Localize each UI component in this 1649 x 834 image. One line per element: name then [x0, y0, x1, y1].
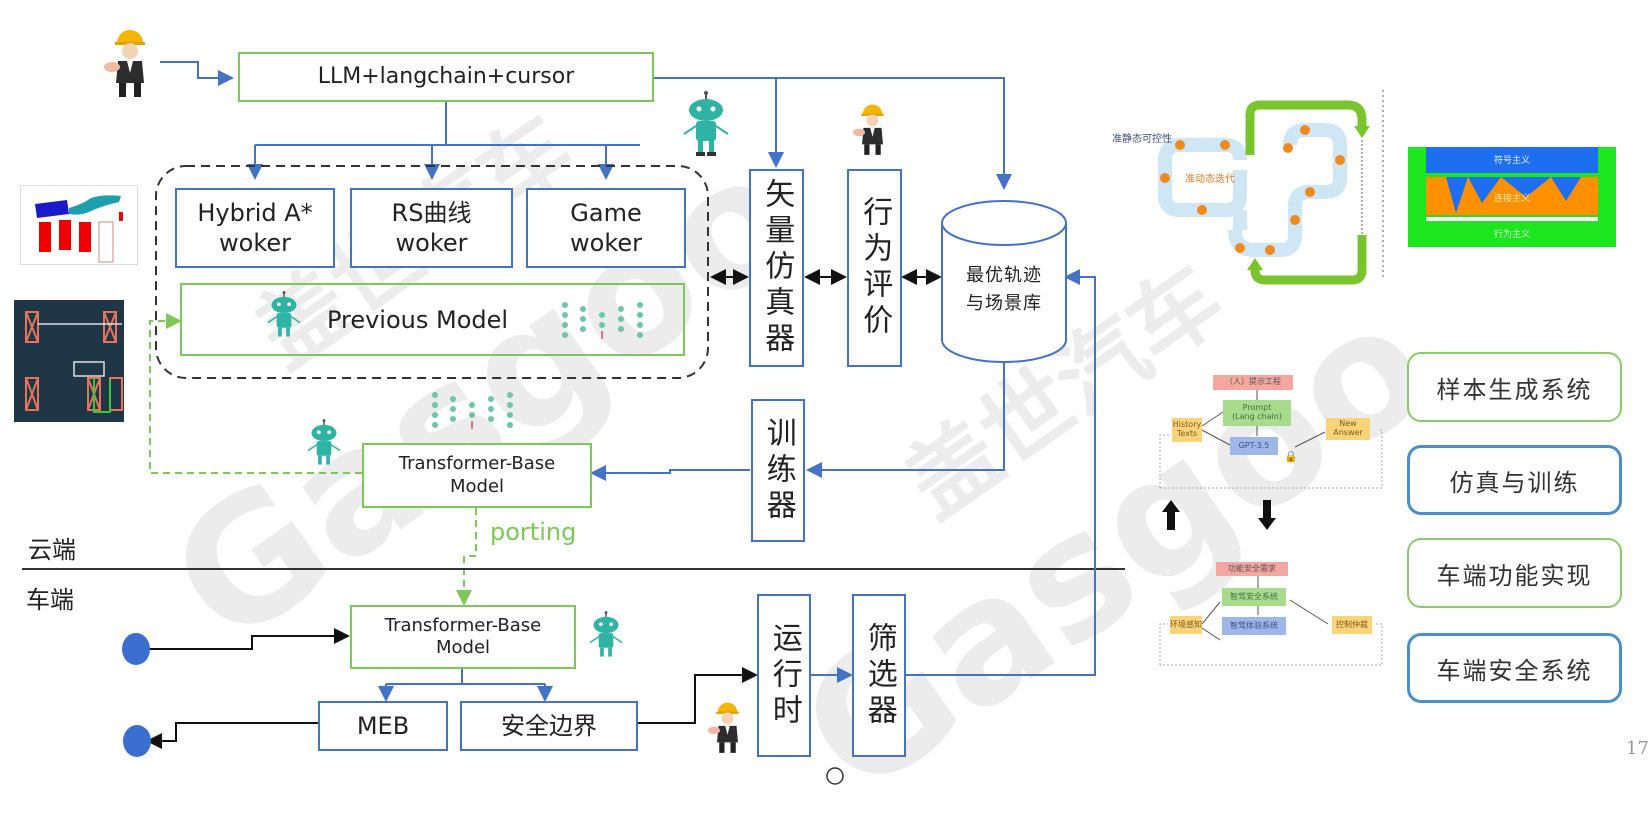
sample-generation-label: 样本生成系统 [1407, 352, 1622, 422]
prompt-node: Prompt (Lang chain) [1223, 400, 1291, 426]
porting-label: porting [490, 518, 577, 546]
functional-safety-requirement-node: 功能安全需求 [1216, 562, 1288, 576]
driving-experience-node: 智驾体验系统 [1222, 617, 1286, 635]
page-number: 17 [1626, 738, 1649, 759]
prompt-engineering-node: （人）提示工程 [1213, 375, 1293, 390]
behavior-evaluation-box: 行为评价 [847, 169, 902, 367]
llm-box-label: LLM+langchain+cursor [317, 64, 575, 90]
up-arrow-icon [1162, 500, 1180, 530]
vehicle-function-text: 车端功能实现 [1436, 561, 1593, 590]
worker-label-line1: RS曲线 [391, 199, 472, 227]
sample-generation-text: 样本生成系统 [1436, 375, 1593, 404]
previous-model-label: Previous Model [326, 305, 509, 334]
filter-box: 筛选器 [852, 594, 906, 757]
simulation-training-text: 仿真与训练 [1449, 468, 1580, 497]
worker-label-line1: Hybrid A* [197, 199, 313, 227]
symbolism-layer [1426, 147, 1598, 173]
previous-model-box: Previous Model [180, 283, 685, 356]
neural-network-icon [555, 295, 650, 345]
input-endpoint [122, 633, 150, 665]
worker-label-line2: woker [570, 229, 642, 257]
vector-simulator-label: 矢量仿真器 [759, 178, 795, 358]
behaviorism-label: 行为主义 [1493, 230, 1530, 240]
control-arbitration-node: 控制仲裁 [1332, 616, 1372, 634]
transformer-label-line1: Transformer-Base [384, 614, 542, 636]
transformer-label-line2: Model [435, 637, 491, 658]
worker-label-line1: Game [570, 199, 642, 227]
cloud-label: 云端 [28, 536, 76, 564]
neural-network-icon-2 [425, 385, 520, 435]
path-planning-plot-thumbnail [20, 185, 138, 265]
transformer-label-line2: Model [449, 475, 505, 497]
link-porting [456, 508, 477, 606]
trainer-box: 训练器 [751, 399, 805, 542]
meb-label: MEB [356, 712, 410, 740]
loop-label-dynamic: 准动态迭代 [1185, 174, 1235, 185]
llm-langchain-cursor-box: LLM+langchain+cursor [238, 52, 654, 102]
prompt-node-sub: (Lang chain) [1232, 412, 1282, 421]
meb-box: MEB [318, 701, 448, 751]
down-arrow-icon [1258, 500, 1276, 530]
database-label-line1: 最优轨迹 [966, 265, 1042, 286]
link-trainer-to-transformer [590, 465, 750, 481]
symbolism-label: 符号主义 [1493, 156, 1530, 166]
ai-paradigm-layers-diagram: 符号主义 连接主义 行为主义 [1408, 147, 1616, 247]
connectionism-white-gap [1426, 217, 1598, 221]
hybrid-a-star-worker-box: Hybrid A* woker [175, 188, 335, 268]
new-answer-node: New Answer [1326, 418, 1370, 440]
vector-simulator-box: 矢量仿真器 [749, 169, 804, 367]
link-input-to-transformer [146, 628, 350, 650]
link-meb-to-output [146, 722, 318, 749]
transformer-label-line1: Transformer-Base [398, 453, 556, 474]
worker-label-line2: woker [219, 229, 291, 257]
transformer-vehicle-model-box: Transformer-Base Model [350, 605, 576, 669]
link-db-to-trainer [806, 360, 1005, 478]
vehicle-function-label: 车端功能实现 [1407, 538, 1622, 608]
optimal-trajectory-database-label: 最优轨迹 与场景库 [942, 262, 1066, 318]
safety-boundary-box: 安全边界 [460, 701, 638, 751]
smart-driving-safety-node: 智驾安全系统 [1222, 588, 1286, 606]
robot-icon-3 [302, 418, 346, 470]
trainer-label: 训练器 [760, 416, 796, 525]
connector-layer [22, 61, 1384, 785]
iteration-loop-diagram: 准静态可控性 准动态迭代 [1112, 100, 1380, 285]
safety-system-flow: 功能安全需求 智驾安全系统 环境感知 智驾体验系统 控制仲裁 [1150, 560, 1383, 680]
simulation-training-label: 仿真与训练 [1407, 445, 1622, 515]
prompt-engineering-flow: （人）提示工程 Prompt (Lang chain) History Text… [1150, 370, 1383, 500]
vehicle-safety-text: 车端安全系统 [1436, 656, 1593, 685]
robot-icon-4 [584, 610, 628, 662]
parking-sim-thumbnail [14, 300, 124, 422]
engineer-icon-3 [705, 698, 750, 756]
link-filter-to-db [906, 269, 1096, 676]
gpt-node: GPT-3.5 [1230, 437, 1278, 455]
pointer-circle [826, 767, 844, 785]
vehicle-label: 车端 [26, 586, 74, 614]
vehicle-safety-label: 车端安全系统 [1407, 633, 1622, 703]
runtime-box: 运行时 [757, 594, 811, 757]
environment-perception-node: 环境感知 [1170, 616, 1202, 634]
history-texts-node: History Texts [1172, 418, 1202, 442]
runtime-label: 运行时 [766, 621, 802, 730]
loop-label-static: 准静态可控性 [1112, 134, 1172, 145]
filter-label: 筛选器 [861, 621, 897, 730]
rs-curve-worker-box: RS曲线 woker [350, 188, 513, 268]
database-label-line2: 与场景库 [966, 293, 1042, 314]
robot-icon-2 [262, 290, 306, 342]
transformer-cloud-model-box: Transformer-Base Model [362, 443, 592, 508]
robot-icon [676, 90, 736, 160]
connectionism-label: 连接主义 [1493, 194, 1530, 204]
link-llm-to-workers [255, 100, 640, 146]
safety-boundary-label: 安全边界 [501, 712, 597, 740]
game-worker-box: Game woker [526, 188, 686, 268]
engineer-icon-2 [850, 100, 895, 158]
engineer-icon [100, 25, 160, 100]
behavior-evaluation-label: 行为评价 [857, 196, 893, 340]
lock-icon: 🔒 [1284, 450, 1298, 463]
worker-label-line2: woker [395, 229, 468, 257]
link-engineer-to-llm [160, 61, 234, 86]
output-endpoint [123, 725, 151, 757]
prompt-node-title: Prompt [1242, 403, 1272, 413]
